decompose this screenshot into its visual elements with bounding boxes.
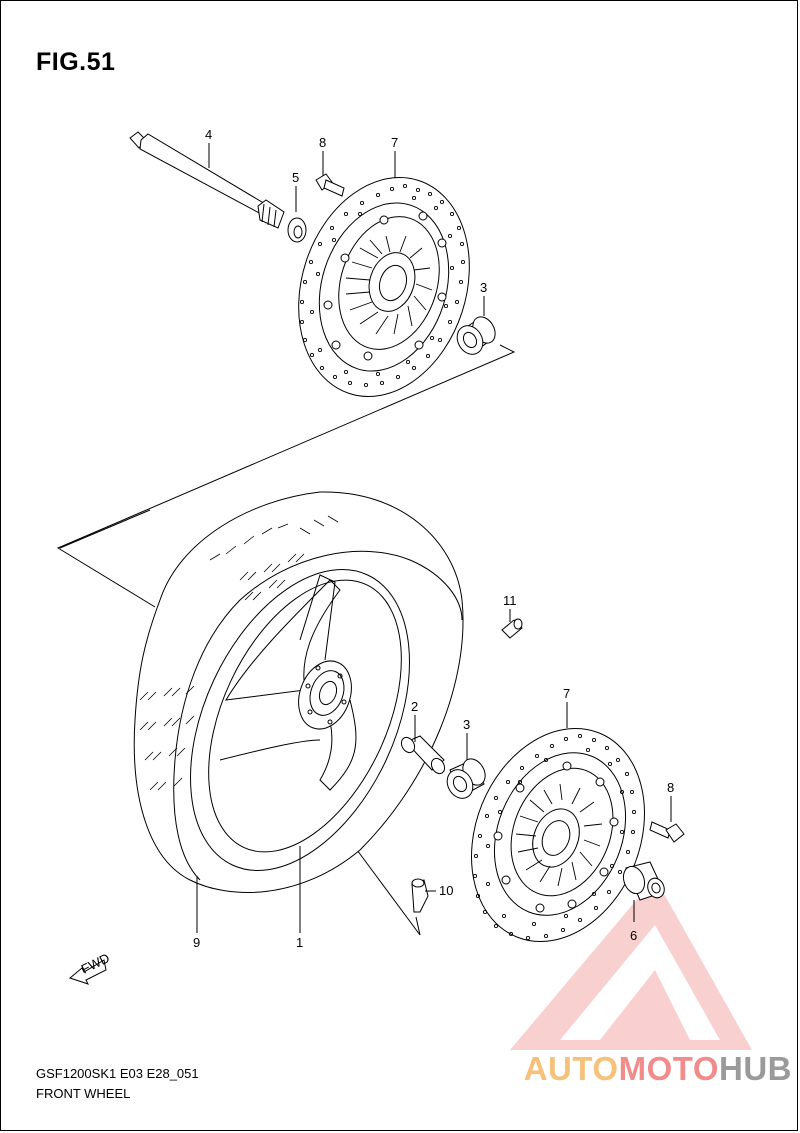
part-2-spacer: [400, 735, 446, 775]
forward-arrow-icon: FWD: [68, 950, 112, 985]
callout-7-top: 7: [391, 135, 398, 150]
callout-5: 5: [292, 170, 299, 185]
part-3-bearing-top: [456, 316, 496, 355]
callout-8-bottom: 8: [667, 780, 674, 795]
watermark-logo: [510, 878, 752, 1050]
callout-9: 9: [193, 935, 200, 950]
part-10-valve: [411, 878, 429, 913]
part-7-brake-disc-top: [298, 177, 470, 397]
diagram-subtitle: FRONT WHEEL: [36, 1086, 131, 1101]
part-3-bearing-bottom: [446, 758, 486, 799]
watermark-text: AUTOMOTOHUB: [524, 1050, 792, 1088]
part-5-washer: [287, 217, 307, 243]
callout-3-bottom: 3: [463, 717, 470, 732]
callout-labels: 4 8 7 5 3 11 2 3 7 8 10 6 9 1: [193, 127, 674, 950]
callout-7-bottom: 7: [563, 686, 570, 701]
watermark-part-moto: MOTO: [618, 1050, 719, 1087]
callout-1: 1: [296, 935, 303, 950]
figure-title: FIG.51: [36, 48, 116, 76]
callout-4: 4: [205, 127, 212, 142]
watermark-part-hub: HUB: [719, 1050, 792, 1087]
part-8-bolt-bottom: [649, 821, 685, 843]
part-1-wheel: [190, 569, 410, 871]
callout-6: 6: [630, 928, 637, 943]
callout-11: 11: [503, 593, 517, 608]
part-4-axle: [129, 131, 285, 229]
callout-10: 10: [439, 883, 453, 898]
part-11-valve-cap: [501, 618, 523, 639]
part-8-bolt-top: [315, 173, 345, 197]
part-7-brake-disc-bottom: [471, 727, 645, 943]
watermark-part-auto: AUTO: [523, 1050, 619, 1087]
model-code: GSF1200SK1 E03 E28_051: [36, 1066, 199, 1081]
leader-lines: [196, 143, 672, 933]
callout-3-top: 3: [480, 280, 487, 295]
callout-8-top: 8: [319, 135, 326, 150]
part-6-collar: [622, 861, 665, 901]
callout-2: 2: [411, 699, 418, 714]
